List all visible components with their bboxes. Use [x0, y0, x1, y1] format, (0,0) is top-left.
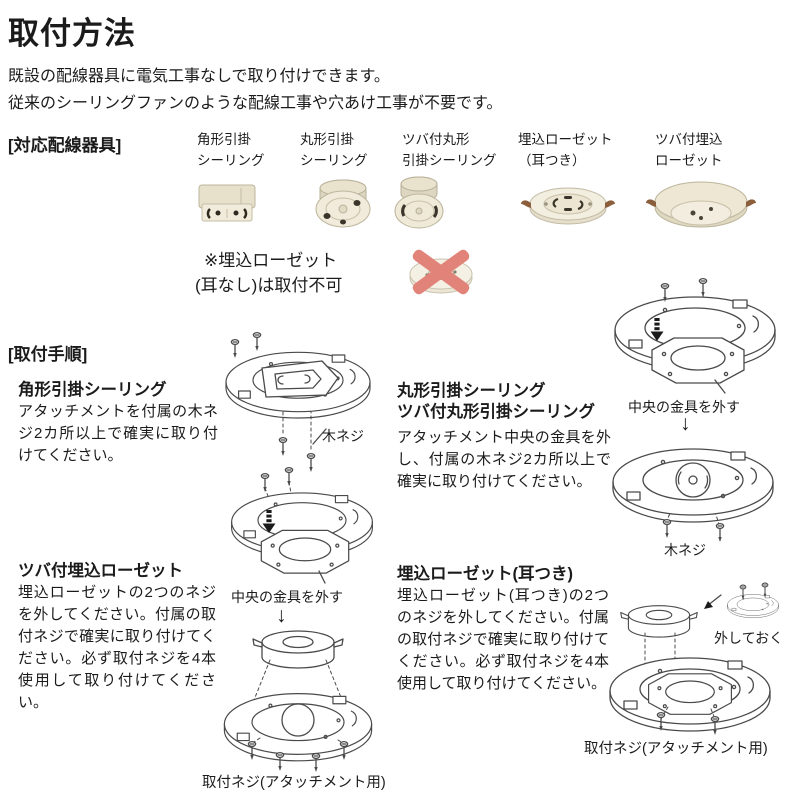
down-arrow-icon: ↓ — [276, 604, 287, 627]
procedure-section-label: [取付手順] — [8, 345, 88, 364]
step4-keep-removed-label: 外しておく — [714, 630, 784, 646]
step3-remove-fitting-label: 中央の金具を外す — [231, 589, 343, 605]
flanged-round-hook-ceiling-icon — [394, 176, 444, 229]
down-arrow-icon: ↓ — [680, 412, 691, 435]
cross-mark-icon — [412, 249, 470, 295]
step1-wood-screw-label: 木ネジ — [322, 428, 364, 444]
recessed-rosette-with-ears-icon — [521, 187, 615, 225]
step2-body: アタッチメント中央の金具を外し、付属の木ネジ2カ所以上で確実に取り付けてください… — [397, 429, 611, 490]
page-title: 取付方法 — [8, 16, 136, 51]
step1-heading: 角形引掛シーリング — [18, 381, 167, 399]
fixture-label-square: 角形引掛 シーリング — [197, 132, 265, 168]
fixture-label-round: 丸形引掛 シーリング — [300, 132, 368, 168]
note-line-1: ※埋込ローゼット — [204, 251, 338, 270]
diagram-round-hook-remove-fitting — [614, 277, 776, 394]
step4-heading: 埋込ローゼット(耳つき) — [397, 565, 573, 583]
round-hook-ceiling-icon — [315, 179, 371, 228]
step1-body: アタッチメントを付属の木ネジ2カ所以上で確実に取り付けてください。 — [18, 403, 218, 464]
step3-body: 埋込ローゼットの2つのネジを外してください。付属の取付ネジで確実に取り付けてくだ… — [18, 584, 216, 711]
intro-line-1: 既設の配線器具に電気工事なしで取り付けできます。 — [8, 68, 390, 85]
fixture-label-flanged-rosette: ツバ付埋込 ローゼット — [655, 132, 723, 168]
compatible-section-label: [対応配線器具] — [8, 136, 122, 155]
step2-heading-1: 丸形引掛シーリング — [397, 382, 546, 400]
prohibited-rosette-icon — [409, 249, 473, 295]
intro-line-2: 従来のシーリングファンのような配線工事や穴あけ工事が不要です。 — [8, 95, 503, 112]
diagram-rosette-remove-fitting — [231, 466, 373, 584]
flanged-recessed-rosette-icon — [646, 181, 756, 228]
step4-mounting-screw-caption: 取付ネジ(アタッチメント用) — [584, 741, 768, 757]
diagram-rosette-ears-mounting — [609, 582, 779, 736]
step3-heading: ツバ付埋込ローゼット — [18, 562, 183, 580]
step2-heading-2: ツバ付丸形引掛シーリング — [397, 403, 595, 421]
fixture-label-flanged-round: ツバ付丸形 引掛シーリング — [402, 132, 497, 168]
fixture-label-rosette-ears: 埋込ローゼット （耳つき） — [518, 132, 613, 168]
step2-wood-screw-label: 木ネジ — [664, 542, 706, 558]
diagram-round-hook-wood-screws — [612, 448, 774, 543]
step2-remove-fitting-label: 中央の金具を外す — [628, 399, 740, 415]
step4-body: 埋込ローゼット(耳つき)の2つのネジを外してください。付属の取付ネジで確実に取り… — [397, 587, 609, 692]
diagram-square-hook-attachment — [225, 331, 371, 473]
diagram-rosette-mounting-screws — [223, 630, 373, 773]
step3-mounting-screw-caption: 取付ネジ(アタッチメント用) — [202, 775, 386, 791]
note-line-2: (耳なし)は取付不可 — [195, 276, 343, 295]
square-hook-ceiling-icon — [198, 184, 256, 222]
